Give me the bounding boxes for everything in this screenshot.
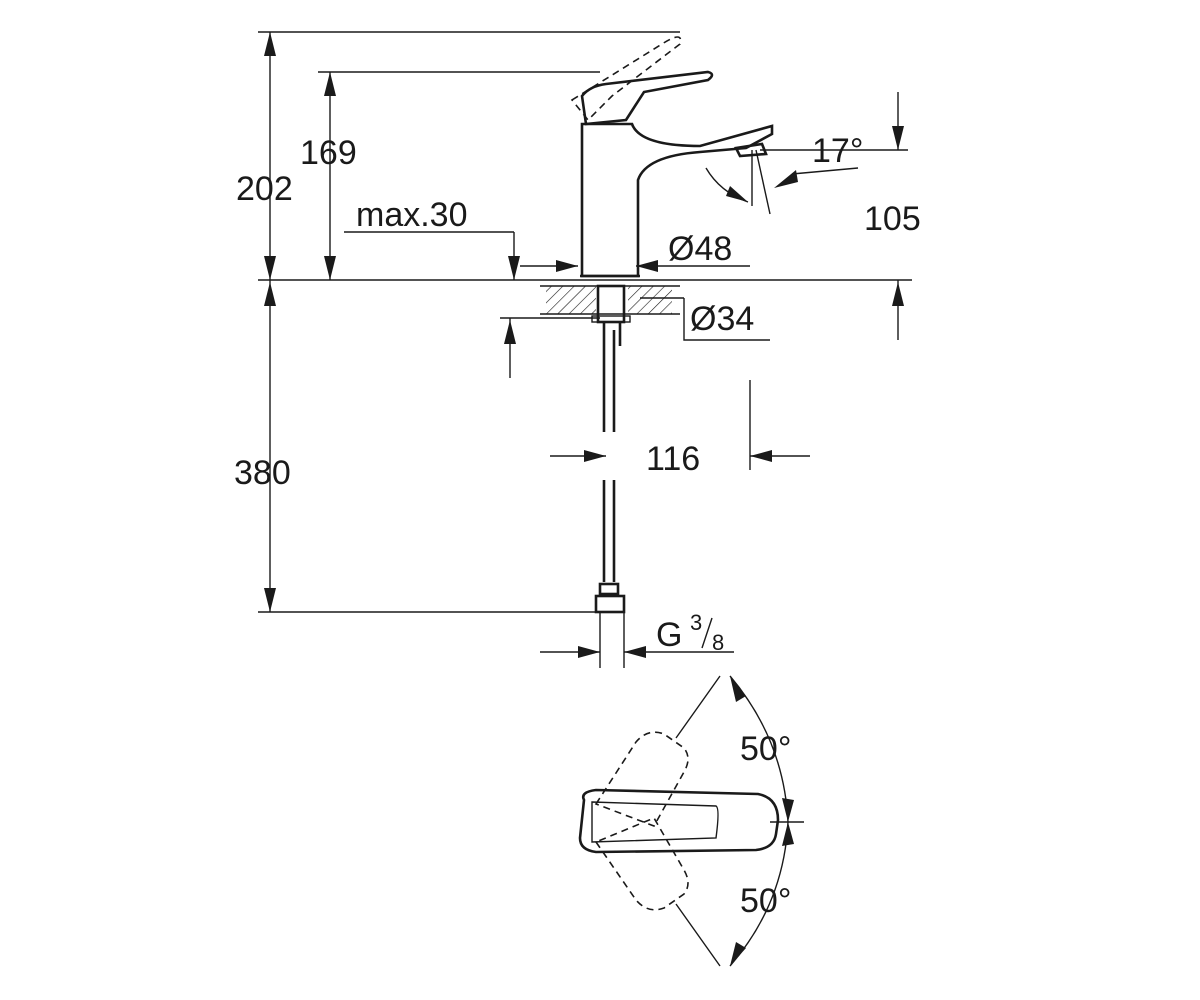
label-169: 169 bbox=[300, 134, 357, 172]
label-max30: max.30 bbox=[356, 196, 468, 234]
extension-lines bbox=[258, 31, 912, 613]
label-116: 116 bbox=[646, 440, 700, 478]
dimension-hole-diameter: Ø34 bbox=[640, 297, 770, 341]
dimension-connection: G 3 8 bbox=[540, 610, 734, 668]
dimension-spout-angle: 17° bbox=[705, 132, 863, 215]
label-50deg-top: 50° bbox=[740, 730, 791, 768]
faucet-side-view bbox=[540, 36, 774, 614]
label-50deg-bottom: 50° bbox=[740, 882, 791, 920]
label-105: 105 bbox=[864, 200, 921, 238]
label-380: 380 bbox=[234, 454, 291, 492]
dimension-hose-length: 380 bbox=[234, 280, 291, 612]
label-d48: Ø48 bbox=[668, 230, 732, 268]
label-g-den: 8 bbox=[712, 630, 724, 655]
label-202: 202 bbox=[236, 170, 293, 208]
label-g-num: 3 bbox=[690, 610, 702, 635]
dimension-spout-reach: 116 bbox=[550, 380, 810, 478]
label-g: G bbox=[656, 616, 682, 654]
faucet-top-view: 50° 50° bbox=[578, 675, 804, 967]
dimension-total-height: 202 bbox=[236, 32, 293, 280]
dimension-spout-height: 169 bbox=[300, 72, 357, 280]
dimension-reach-height: 105 bbox=[864, 92, 921, 340]
dimension-max-deck: max.30 bbox=[356, 196, 520, 378]
dimension-base-diameter: Ø48 bbox=[520, 230, 750, 272]
label-d34: Ø34 bbox=[690, 300, 754, 338]
label-17deg: 17° bbox=[812, 132, 863, 170]
